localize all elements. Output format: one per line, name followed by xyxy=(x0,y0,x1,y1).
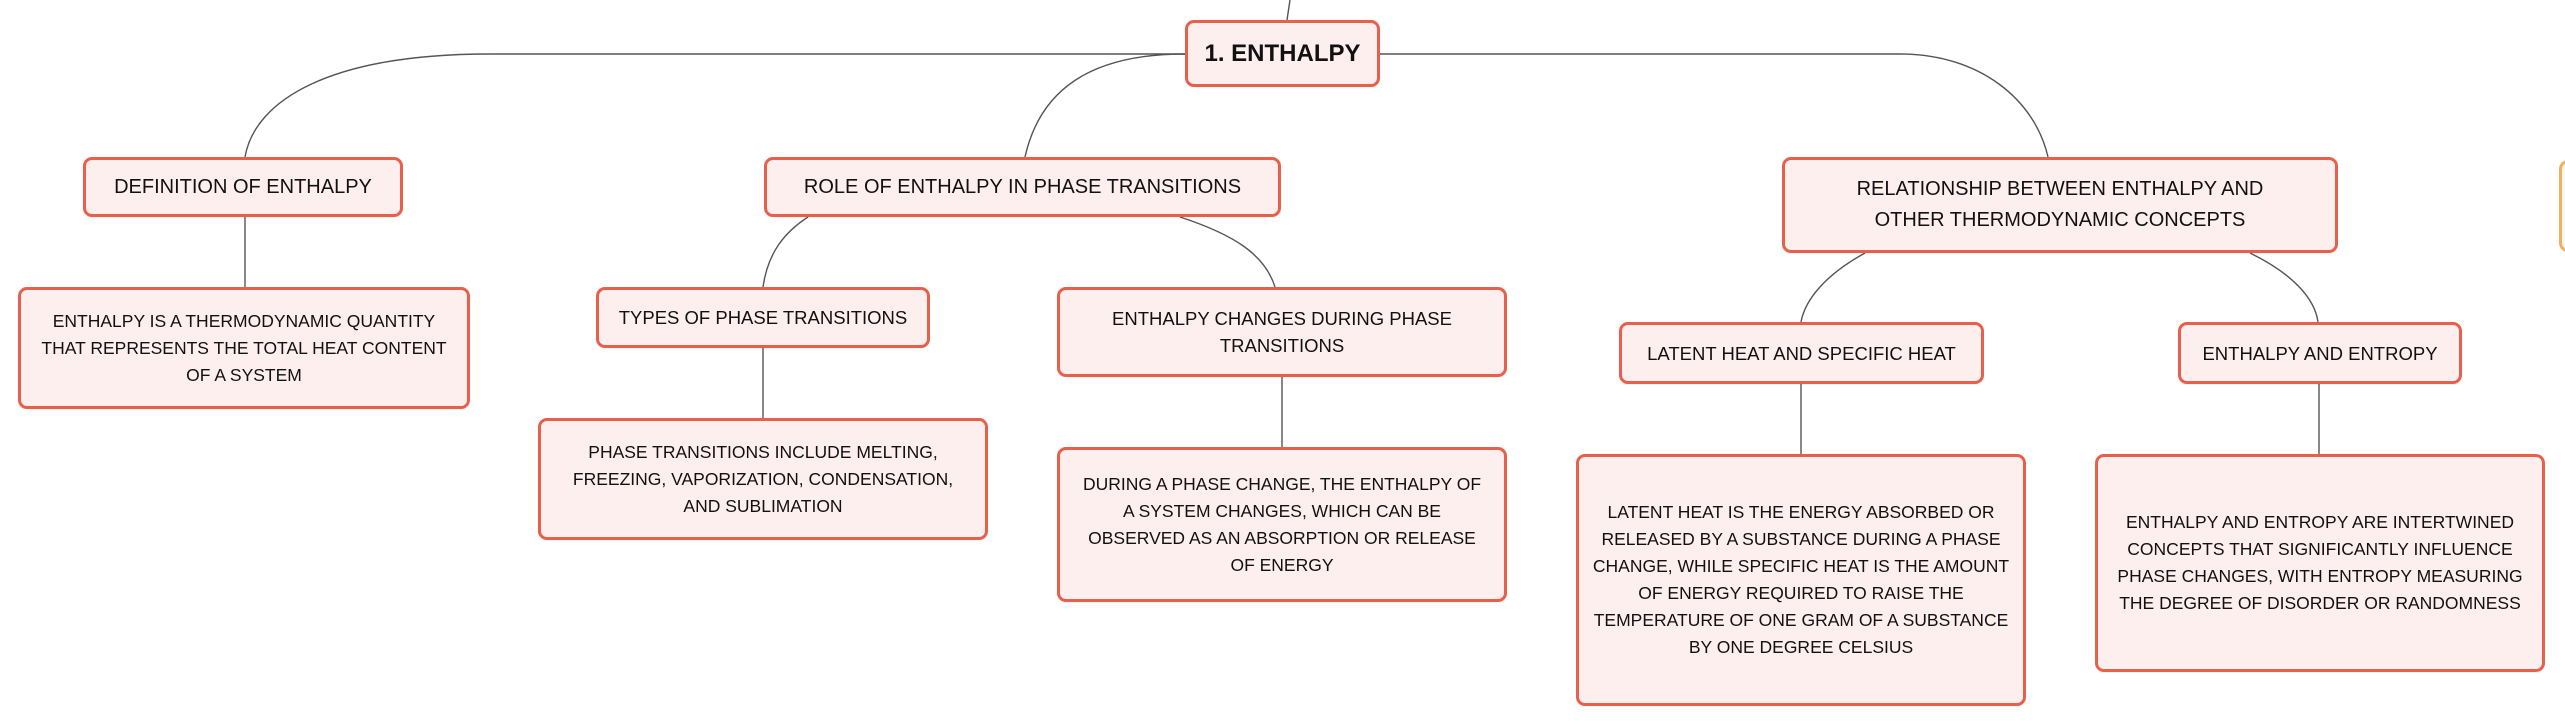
types-node-label: TYPES OF PHASE TRANSITIONS xyxy=(618,307,908,328)
latent-detail-text: LATENT HEAT IS THE ENERGY ABSORBED OR RE… xyxy=(1592,502,2010,657)
changes-node[interactable]: ENTHALPY CHANGES DURING PHASE TRANSITION… xyxy=(1057,287,1507,377)
phase-role-node[interactable]: ROLE OF ENTHALPY IN PHASE TRANSITIONS xyxy=(764,157,1281,217)
connector-relationship-latent xyxy=(1800,252,1866,323)
connector-root-parent xyxy=(1286,0,1291,21)
phase-role-node-label: ROLE OF ENTHALPY IN PHASE TRANSITIONS xyxy=(803,175,1242,198)
changes-node-label: ENTHALPY CHANGES DURING PHASE TRANSITION… xyxy=(1112,308,1452,356)
connector-phase-changes xyxy=(1179,216,1276,288)
definition-detail-text: ENTHALPY IS A THERMODYNAMIC QUANTITY THA… xyxy=(41,310,447,385)
definition-node[interactable]: DEFINITION OF ENTHALPY xyxy=(83,157,403,217)
connector-relationship-entropy xyxy=(2249,252,2319,323)
connector-root-relationship xyxy=(1380,53,2049,158)
relationship-node-label: RELATIONSHIP BETWEEN ENTHALPY AND OTHER … xyxy=(1856,178,2264,231)
offscreen-node-edge[interactable] xyxy=(2559,160,2565,252)
connector-root-phase-role xyxy=(1024,53,1186,158)
latent-node[interactable]: LATENT HEAT AND SPECIFIC HEAT xyxy=(1619,322,1984,384)
definition-detail-node[interactable]: ENTHALPY IS A THERMODYNAMIC QUANTITY THA… xyxy=(18,287,470,409)
connector-phase-types xyxy=(762,216,809,288)
relationship-node[interactable]: RELATIONSHIP BETWEEN ENTHALPY AND OTHER … xyxy=(1782,157,2338,253)
types-detail-node[interactable]: PHASE TRANSITIONS INCLUDE MELTING, FREEZ… xyxy=(538,418,988,540)
definition-node-label: DEFINITION OF ENTHALPY xyxy=(114,175,372,198)
entropy-node[interactable]: ENTHALPY AND ENTROPY xyxy=(2178,322,2462,384)
entropy-detail-node[interactable]: ENTHALPY AND ENTROPY ARE INTERTWINED CON… xyxy=(2095,454,2545,672)
latent-node-label: LATENT HEAT AND SPECIFIC HEAT xyxy=(1647,342,1956,364)
root-node-label: 1. ENTHALPY xyxy=(1204,39,1361,67)
connector-root-definition xyxy=(244,53,1185,158)
root-node[interactable]: 1. ENTHALPY xyxy=(1185,20,1380,87)
latent-detail-node[interactable]: LATENT HEAT IS THE ENERGY ABSORBED OR RE… xyxy=(1576,454,2026,706)
changes-detail-text: DURING A PHASE CHANGE, THE ENTHALPY OF A… xyxy=(1082,473,1482,575)
entropy-node-label: ENTHALPY AND ENTROPY xyxy=(2202,342,2438,364)
entropy-detail-text: ENTHALPY AND ENTROPY ARE INTERTWINED CON… xyxy=(2117,512,2523,613)
types-detail-text: PHASE TRANSITIONS INCLUDE MELTING, FREEZ… xyxy=(572,441,954,516)
types-node[interactable]: TYPES OF PHASE TRANSITIONS xyxy=(596,287,930,348)
changes-detail-node[interactable]: DURING A PHASE CHANGE, THE ENTHALPY OF A… xyxy=(1057,447,1507,602)
